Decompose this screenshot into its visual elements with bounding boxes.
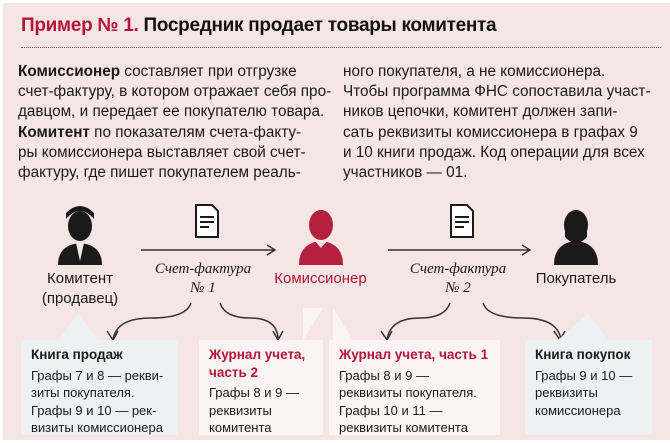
box-line: реквизиты покупателя. bbox=[339, 385, 477, 400]
invoice-number: № 1 bbox=[190, 280, 216, 296]
text-column-1: Комиссионер составляет при отгрузке счет… bbox=[18, 62, 331, 183]
text-column-2: ного покупателя, а не комиссионера. Чтоб… bbox=[343, 62, 651, 183]
box-purchase-book: Книга покупок Графы 9 и 10 — реквизиты к… bbox=[525, 340, 652, 435]
divider bbox=[21, 47, 661, 48]
text-line: и 10 книги продаж. Код операции для всех bbox=[343, 143, 645, 161]
title-prefix: Пример № 1. bbox=[21, 15, 139, 36]
invoice-label-2: Счет-фактура № 2 bbox=[398, 260, 518, 298]
box-heading: Книга покупок bbox=[535, 347, 631, 362]
callout-pointer bbox=[558, 313, 608, 340]
actor-agent: Комиссионер bbox=[274, 270, 367, 287]
box-line: комиссионера bbox=[535, 402, 621, 418]
box-heading: Журнал учета, часть 1 bbox=[339, 347, 489, 362]
text-line: участников — 01. bbox=[343, 164, 468, 182]
invoice-label-1: Счет-фактура № 1 bbox=[143, 260, 263, 298]
box-line: зиты покупателя. bbox=[31, 385, 135, 400]
invoice-document-icon bbox=[195, 204, 219, 238]
box-line: Графы 8 и 9 — bbox=[339, 367, 429, 383]
title-text: Посредник продает товары комитента bbox=[143, 15, 497, 36]
box-line: Графы 8 и 9 — bbox=[209, 385, 299, 400]
invoice-title: Счет-фактура bbox=[154, 261, 252, 277]
text-line: ного покупателя, а не комиссионера. bbox=[343, 63, 606, 80]
text-line: Чтобы программа ФНС сопоставила участ- bbox=[343, 83, 651, 101]
callout-pointer bbox=[303, 308, 323, 340]
box-line: визиты комиссионера bbox=[31, 420, 163, 435]
text-line: фактуру, где пишет покупателем реаль- bbox=[18, 164, 301, 182]
box-line: Графы 10 и 11 — bbox=[339, 402, 443, 418]
heading-line: Журнал учета, bbox=[209, 347, 306, 362]
box-journal-part1: Журнал учета, часть 1 Графы 8 и 9 — рекв… bbox=[329, 340, 500, 435]
box-line: комитента bbox=[209, 420, 272, 435]
agent-person-icon bbox=[299, 210, 343, 265]
box-line: Графы 9 и 10 — bbox=[535, 367, 633, 383]
box-journal-part2: Журнал учета, часть 2 Графы 8 и 9 — рекви… bbox=[199, 340, 323, 435]
principal-person-icon bbox=[58, 206, 102, 265]
box-heading: Книга продаж bbox=[31, 347, 123, 362]
actor-buyer: Покупатель bbox=[535, 270, 617, 287]
actor-label: Комитент bbox=[47, 270, 113, 287]
invoice-number: № 2 bbox=[445, 280, 471, 296]
box-line: реквизиты bbox=[209, 402, 272, 418]
text-line: составляет при отгрузке bbox=[120, 63, 297, 80]
text-line: ников цепочки, комитент должен запи- bbox=[343, 103, 618, 121]
text-line: сать реквизиты комиссионера в графах 9 bbox=[343, 123, 638, 141]
box-sales-book: Книга продаж Графы 7 и 8 — рекви- зиты п… bbox=[21, 340, 178, 435]
text-line: давцом, и передает ее покупателю товара. bbox=[18, 103, 325, 121]
page-title: Пример № 1. Посредник продает товары ком… bbox=[21, 15, 497, 37]
actor-principal: Комитент (продавец) bbox=[30, 269, 130, 309]
bold-term: Комиссионер bbox=[18, 63, 121, 80]
infographic-panel: Пример № 1. Посредник продает товары ком… bbox=[3, 3, 670, 440]
text-line: счет-фактуру, в котором отражает себя пр… bbox=[18, 83, 332, 101]
buyer-person-icon bbox=[554, 210, 598, 265]
box-line: реквизиты bbox=[535, 385, 598, 400]
invoice-title: Счет-фактура bbox=[409, 261, 507, 277]
heading-line: часть 2 bbox=[209, 364, 259, 380]
box-line: Графы 7 и 8 — рекви- bbox=[31, 367, 164, 383]
invoice-document-icon bbox=[450, 204, 474, 238]
actor-sublabel: (продавец) bbox=[41, 290, 119, 307]
text-line: ры комиссионера выставляет свой счет- bbox=[18, 143, 306, 161]
text-line: по показателям счета-факту- bbox=[89, 123, 302, 141]
callout-pointer bbox=[333, 308, 353, 340]
box-line: Графы 9 и 10 — рек- bbox=[31, 402, 157, 418]
bold-term: Комитент bbox=[18, 123, 90, 141]
box-line: реквизиты комитента bbox=[339, 420, 468, 435]
callout-pointer bbox=[58, 313, 98, 340]
box-heading: Журнал учета, часть 2 bbox=[209, 346, 313, 381]
flow-graphics bbox=[58, 204, 608, 342]
